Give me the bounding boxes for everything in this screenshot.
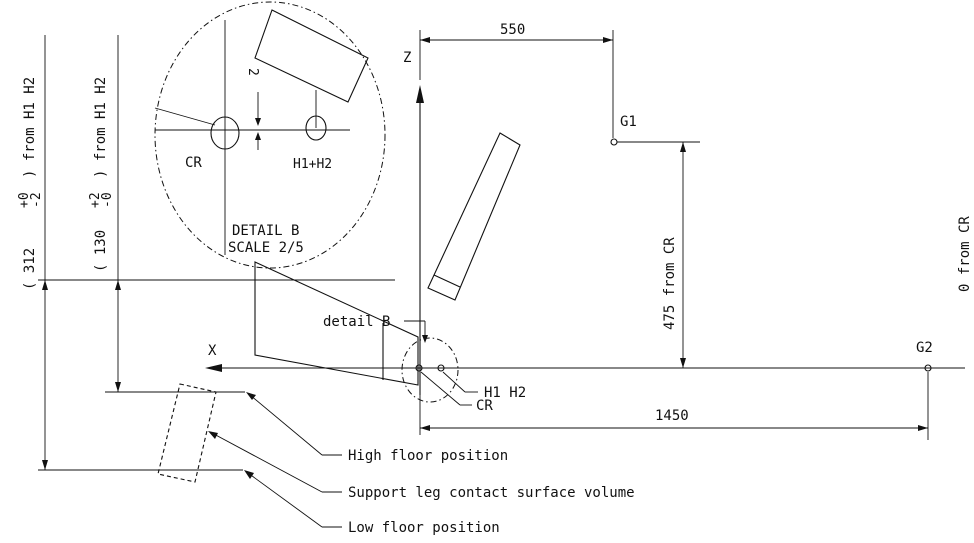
- support-leg-outline: [157, 383, 217, 483]
- x-axis: X: [205, 343, 965, 372]
- z-axis-arrow: [416, 85, 424, 103]
- g2-label: G2: [916, 340, 933, 356]
- leader-support-leg-label: Support leg contact surface volume: [348, 485, 635, 501]
- leader-support-leg: Support leg contact surface volume: [208, 431, 635, 501]
- dim-1450-label: 1450: [655, 408, 689, 424]
- leader-high-floor: High floor position: [246, 392, 508, 464]
- low-floor-dimension: ( 312 +0 -2 ) from H1 H2: [17, 35, 48, 470]
- detail-b-callout-circle: [401, 337, 459, 403]
- z-axis: Z: [403, 30, 424, 395]
- z-axis-label: Z: [403, 50, 411, 66]
- x-axis-arrow: [205, 364, 222, 372]
- detail-offset-label: 2: [245, 68, 260, 76]
- high-floor-ref: ) from H1 H2: [93, 77, 109, 178]
- high-floor-value: ( 130: [93, 230, 109, 272]
- body-outline: [254, 261, 419, 386]
- detail-slant-line: [154, 107, 216, 126]
- cr-point: CR: [415, 364, 493, 414]
- detail-cr-hole: [210, 116, 240, 150]
- dimension-475: 475 from CR: [662, 142, 686, 368]
- dimension-1450: 1450: [419, 395, 928, 435]
- arm-end-line: [433, 274, 461, 288]
- leader-low-floor-diag: [247, 472, 323, 528]
- h1h2-label: H1 H2: [484, 385, 526, 401]
- low-floor-tol-upper: +0: [17, 192, 32, 208]
- cr-label: CR: [476, 398, 493, 414]
- leader-low-floor: Low floor position: [244, 470, 500, 536]
- g2-height-label: 0 from CR: [957, 216, 973, 292]
- low-floor-ref: ) from H1 H2: [22, 77, 38, 178]
- arm-outline: [427, 132, 521, 301]
- low-floor-value: ( 312: [22, 248, 38, 290]
- g1-marker: [610, 138, 618, 146]
- dim-550-label: 550: [500, 22, 525, 38]
- support-body: [254, 261, 419, 386]
- g2-marker: [924, 364, 932, 372]
- high-floor-dimension: ( 130 +2 -0 ) from H1 H2: [88, 35, 121, 392]
- cr-marker: [415, 364, 423, 372]
- high-floor-tol-upper: +2: [88, 192, 103, 208]
- detail-b-callout-label: detail B: [323, 314, 390, 330]
- g2-point: G2 0 from CR: [916, 216, 973, 440]
- g1-point: G1: [610, 114, 700, 146]
- high-floor-tol-lower: -0: [100, 192, 115, 208]
- dimension-550: 550: [420, 22, 614, 138]
- low-floor-tol-lower: -2: [29, 192, 44, 208]
- g1-label: G1: [620, 114, 637, 130]
- detail-scale: SCALE 2/5: [228, 240, 304, 256]
- dim-475-label: 475 from CR: [662, 237, 678, 330]
- x-axis-label: X: [208, 343, 217, 359]
- cr-leader-diag: [420, 371, 461, 406]
- h1h2-leader-diag: [442, 371, 466, 393]
- detail-h1h2-label: H1+H2: [293, 157, 332, 172]
- detail-b-view: 2 CR H1+H2 DETAIL B SCALE 2/5: [154, 1, 386, 269]
- leader-support-leg-diag: [211, 432, 323, 493]
- leader-low-floor-label: Low floor position: [348, 520, 500, 536]
- detail-b-callout: detail B: [323, 314, 459, 403]
- detail-title: DETAIL B: [232, 223, 299, 239]
- arm: [427, 132, 521, 301]
- detail-arm-rect: [254, 9, 369, 103]
- leader-high-floor-diag: [249, 394, 323, 456]
- detail-cr-label: CR: [185, 155, 202, 171]
- detail-b-boundary: [154, 1, 386, 269]
- h1h2-point: H1 H2: [437, 364, 526, 401]
- leader-high-floor-label: High floor position: [348, 448, 508, 464]
- support-leg: [155, 383, 245, 483]
- h1h2-marker: [437, 364, 445, 372]
